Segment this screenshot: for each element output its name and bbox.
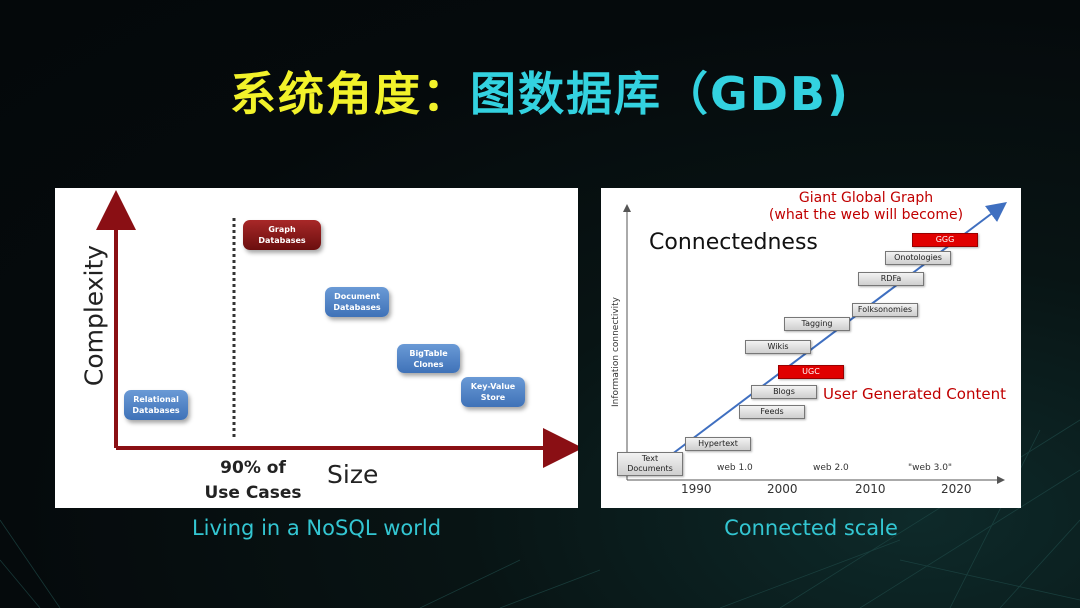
era-web-2: web 2.0 — [813, 463, 849, 473]
use-cases-label: 90% of Use Cases — [204, 458, 302, 503]
step-onotologies: Onotologies — [885, 251, 951, 265]
slide-title: 系统角度：图数据库（GDB) — [0, 58, 1080, 124]
step-text-documents: Text Documents — [617, 452, 683, 476]
graph-databases-box: Graph Databases — [243, 220, 321, 250]
step-feeds: Feeds — [739, 405, 805, 419]
size-axis-label: Size — [327, 460, 379, 489]
era-web-3: "web 3.0" — [908, 463, 953, 473]
bigtable-clones-box: BigTable Clones — [397, 344, 460, 373]
nosql-world-diagram: Complexity Size 90% of Use Cases Relatio… — [55, 188, 578, 508]
year-2000: 2000 — [767, 482, 798, 496]
nosql-axes — [96, 190, 578, 468]
title-part-gdb: 图数据库（GDB) — [469, 67, 851, 121]
step-hypertext: Hypertext — [685, 437, 751, 451]
document-databases-box: Document Databases — [325, 287, 389, 317]
step-rdfa: RDFa — [858, 272, 924, 286]
year-2020: 2020 — [941, 482, 972, 496]
step-tagging: Tagging — [784, 317, 850, 331]
left-caption: Living in a NoSQL world — [191, 516, 442, 540]
connectivity-axis-label: Information connectivity — [611, 296, 621, 408]
relational-databases-box: Relational Databases — [124, 390, 188, 420]
year-1990: 1990 — [681, 482, 712, 496]
key-value-store-box: Key-Value Store — [461, 377, 525, 407]
right-caption: Connected scale — [724, 516, 898, 540]
year-2010: 2010 — [855, 482, 886, 496]
ugc-annotation: User Generated Content — [823, 385, 1006, 403]
title-part-system: 系统角度： — [229, 67, 470, 121]
step-wikis: Wikis — [745, 340, 811, 354]
step-ugc: UGC — [778, 365, 844, 379]
connected-scale-diagram: Connectedness Information connectivity G… — [601, 188, 1021, 508]
complexity-axis-label: Complexity — [79, 244, 109, 387]
ggg-annotation: Giant Global Graph (what the web will be… — [768, 190, 964, 223]
step-blogs: Blogs — [751, 385, 817, 399]
step-folksonomies: Folksonomies — [852, 303, 918, 317]
era-web-1: web 1.0 — [717, 463, 753, 473]
step-ggg: GGG — [912, 233, 978, 247]
connectedness-heading: Connectedness — [649, 230, 818, 255]
